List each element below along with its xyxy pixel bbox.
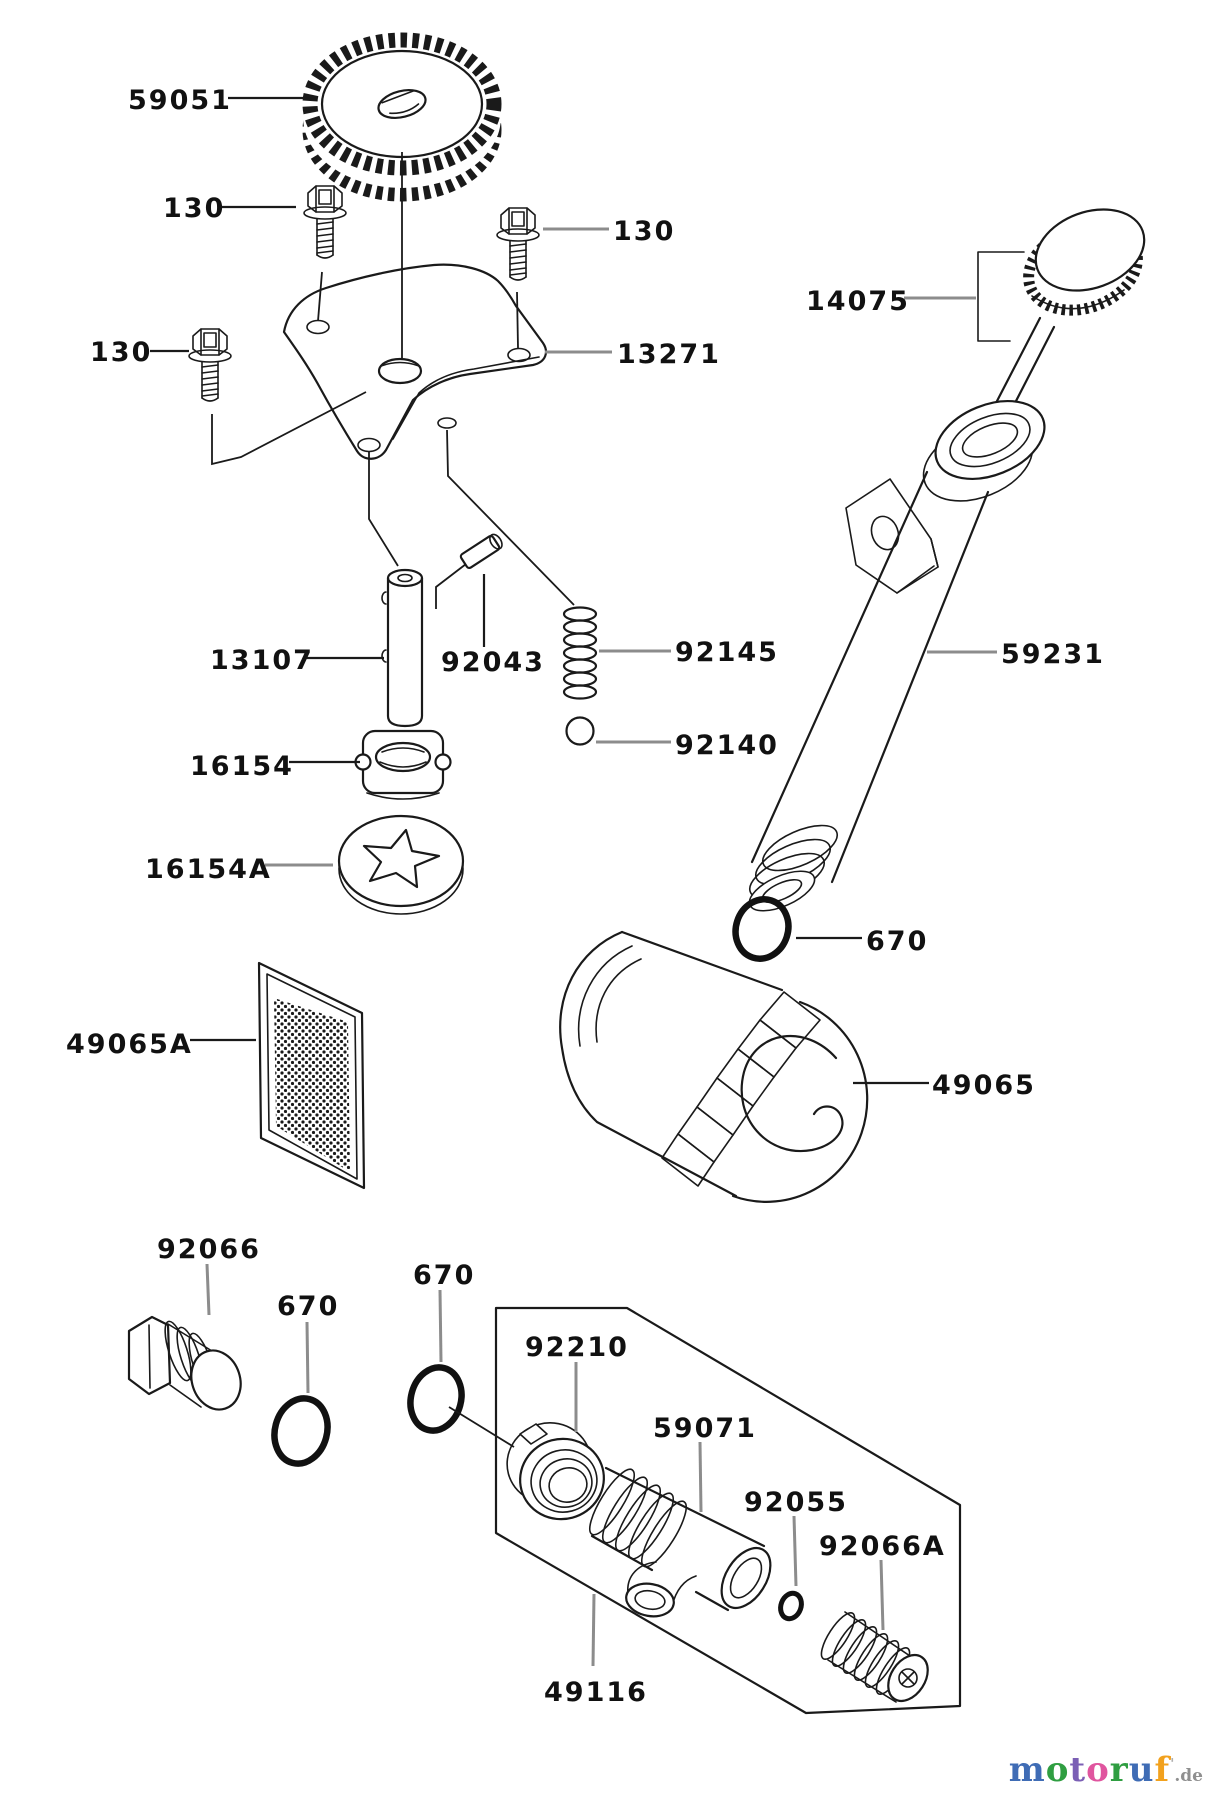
logo-letter: u <box>1128 1750 1155 1790</box>
leader-92066 <box>205 1263 211 1316</box>
spring-92145 <box>562 606 598 700</box>
part-label-130-right: 130 <box>613 216 675 247</box>
part-label-16154: 16154 <box>190 751 294 782</box>
part-label-92066A: 92066A <box>819 1531 946 1562</box>
leader-49116 <box>591 1593 596 1667</box>
bolt-130-right <box>496 207 540 281</box>
part-label-92043: 92043 <box>441 647 545 678</box>
part-label-13271: 13271 <box>617 339 721 370</box>
part-label-49065A: 49065A <box>66 1029 193 1060</box>
part-label-49116: 49116 <box>544 1677 648 1708</box>
pin-92043 <box>459 533 503 570</box>
bolt-130-left <box>188 328 232 402</box>
leader-92055 <box>792 1515 798 1587</box>
logo-letter: r <box>1109 1750 1129 1790</box>
part-label-130-top: 130 <box>163 193 225 224</box>
part-label-59231: 59231 <box>1001 639 1105 670</box>
kit-box-49116 <box>494 1306 962 1715</box>
plug-92066 <box>127 1315 242 1411</box>
part-label-49065: 49065 <box>932 1070 1036 1101</box>
logo-letter: t <box>1069 1750 1087 1790</box>
logo-suffix: .de <box>1174 1766 1203 1786</box>
nut-92210 <box>506 1422 605 1521</box>
part-label-59051: 59051 <box>128 85 232 116</box>
line-plate-to-shaft <box>368 452 399 567</box>
part-label-92140: 92140 <box>675 730 779 761</box>
fitting-59071 <box>589 1466 772 1618</box>
part-label-59071: 59071 <box>653 1413 757 1444</box>
part-label-670-right: 670 <box>413 1260 475 1291</box>
oring-92055 <box>778 1590 804 1622</box>
part-label-130-left: 130 <box>90 337 152 368</box>
gear-59051 <box>302 32 502 202</box>
logo-letter: o <box>1086 1750 1110 1790</box>
ball-92140 <box>565 716 595 746</box>
plate-13271 <box>282 263 547 460</box>
part-label-92055: 92055 <box>744 1487 848 1518</box>
line-pin-insert <box>435 563 467 609</box>
oring-670-tube <box>732 896 792 962</box>
logo-letter: f <box>1154 1750 1171 1790</box>
leader-670-mid <box>305 1321 310 1394</box>
part-label-92145: 92145 <box>675 637 779 668</box>
plug-92066A <box>820 1611 929 1703</box>
gear-hub-hole <box>377 89 427 119</box>
rotor-inner-16154 <box>354 729 452 800</box>
boltline-left <box>211 391 367 466</box>
boltline-top <box>317 271 323 322</box>
tube-59231 <box>748 400 1046 912</box>
part-label-14075: 14075 <box>806 286 910 317</box>
line-oring-to-nut <box>448 1406 515 1448</box>
rotor-outer-16154A <box>337 814 465 915</box>
oil-cap-14075 <box>980 208 1146 442</box>
part-label-670-tube: 670 <box>866 926 928 957</box>
logo-letter: o <box>1045 1750 1070 1790</box>
logo-trademark: ' <box>1170 1756 1175 1773</box>
part-label-13107: 13107 <box>210 645 314 676</box>
bolt-130-top <box>303 185 347 259</box>
oring-670-mid <box>271 1395 331 1467</box>
part-label-16154A: 16154A <box>145 854 272 885</box>
leader-59071 <box>698 1441 703 1513</box>
logo-letter: m <box>1008 1750 1046 1790</box>
leader-670-right <box>438 1289 443 1363</box>
motoruf-logo[interactable]: motoruf'.de <box>1009 1750 1203 1790</box>
bracket-14075 <box>977 251 1025 342</box>
part-label-92210: 92210 <box>525 1332 629 1363</box>
leader-92066A <box>879 1559 885 1631</box>
boltline-right <box>516 291 519 349</box>
screen-49065A <box>257 961 366 1190</box>
part-label-92066: 92066 <box>157 1234 261 1265</box>
oil-filter-49065 <box>559 930 869 1203</box>
part-label-670-mid: 670 <box>277 1291 339 1322</box>
oring-670-right <box>407 1364 465 1434</box>
shaft-13107 <box>381 568 424 728</box>
line-plate-to-spring <box>446 429 575 606</box>
